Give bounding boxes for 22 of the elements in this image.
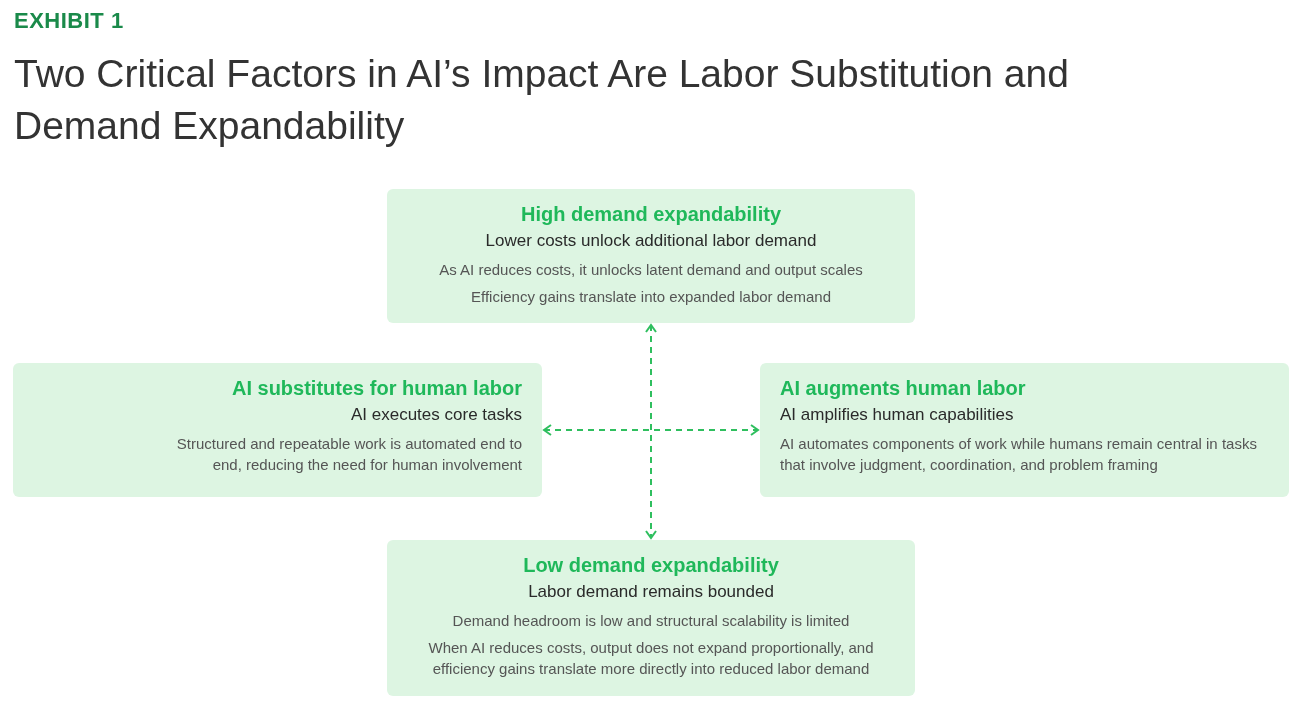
double-arrow [645,324,657,539]
heading: AI substitutes for human labor [231,377,522,400]
subheading: AI executes core tasks [350,405,522,425]
subheading: AI amplifies human capabilities [780,405,1014,425]
exhibit-label: EXHIBIT 1 [14,8,124,34]
description: As AI reduces costs, it unlocks latent demand and output scales [439,260,863,280]
description: Efficiency gains translate into expanded labor demand [471,287,831,307]
description: When AI reduces costs, output does not expand proportionally, and efficiency gains translate more directly into reduced labor demand [427,638,875,679]
heading: High demand expandability [520,203,781,226]
heading: AI augments human labor [780,377,1026,400]
card [387,540,915,696]
card [760,363,1289,497]
description: Demand headroom is low and structural scalability is limited [452,611,850,631]
subheading: Lower costs unlock additional labor demand [485,231,817,251]
double-arrow [543,424,759,436]
card [387,189,915,323]
card [13,363,542,497]
heading: Low demand expandability [523,554,779,577]
subheading: Labor demand remains bounded [528,582,774,602]
title: Two Critical Factors in AI’s Impact Are Labor Substitution and Demand Expandability [14,51,1070,149]
description: Structured and repeatable work is automated end to end, reducing the need for human involvement [175,434,522,475]
description: AI automates components of work while humans remain central in tasks that involve judgment, coordination, and problem framing [780,434,1258,475]
